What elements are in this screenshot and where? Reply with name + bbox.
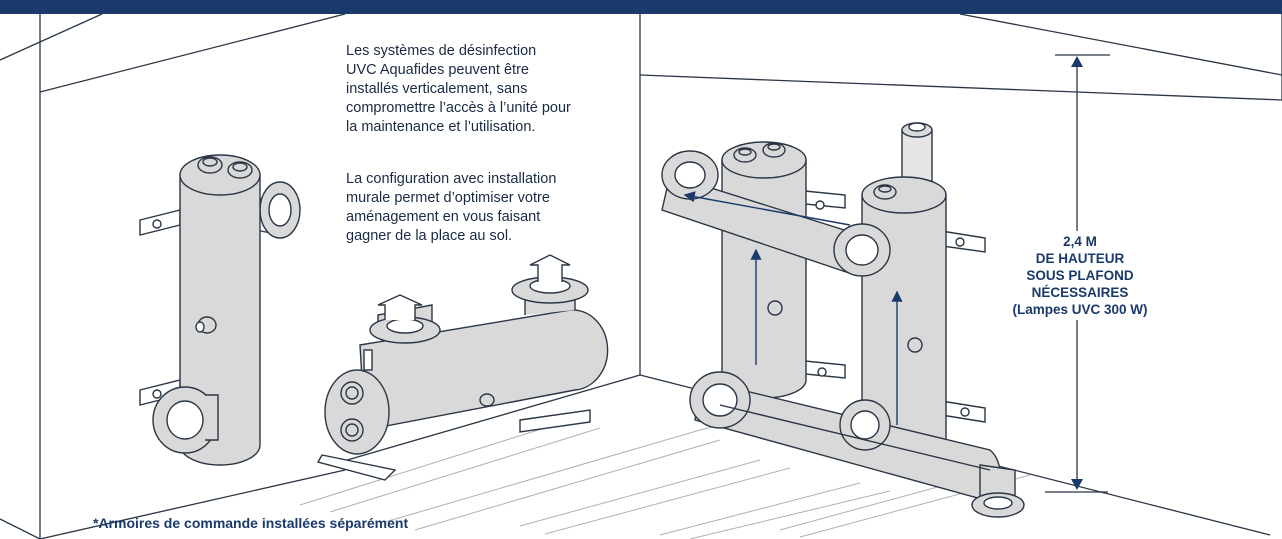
description-line: installés verticalement, sans — [346, 81, 528, 97]
ceiling-height-callout: 2,4 M DE HAUTEUR SOUS PLAFOND NÉCESSAIRE… — [1000, 231, 1160, 320]
description-line: Les systèmes de désinfection — [346, 43, 537, 59]
description-line: UVC Aquafides peuvent être — [346, 62, 529, 78]
vertical-units-right — [661, 122, 1025, 518]
flow-arrows — [683, 191, 991, 471]
footnote: *Armoires de commande installées séparém… — [93, 515, 409, 531]
callout-line: NÉCESSAIRES — [1031, 285, 1129, 300]
callout-line: DE HAUTEUR — [1035, 251, 1125, 266]
description-line: la maintenance et l’utilisation. — [346, 119, 536, 135]
horizontal-unit-floor — [316, 254, 609, 481]
description-line: gagner de la place au sol. — [346, 228, 513, 244]
top-banner — [0, 0, 1282, 14]
description-line: La configuration avec installation — [346, 171, 557, 187]
description-line: murale permet d’optimiser votre — [346, 190, 550, 206]
description-paragraph-1: Les systèmes de désinfection UVC Aquafid… — [346, 42, 646, 137]
description-line: compromettre l’accès à l’unité pour — [346, 100, 571, 116]
callout-line: (Lampes UVC 300 W) — [1012, 302, 1148, 317]
vertical-unit-left — [139, 154, 301, 466]
callout-line: SOUS PLAFOND — [1026, 268, 1134, 283]
callout-line: 2,4 M — [1063, 234, 1097, 249]
description-line: aménagement en vous faisant — [346, 209, 541, 225]
description-paragraph-2: La configuration avec installation mural… — [346, 170, 646, 246]
